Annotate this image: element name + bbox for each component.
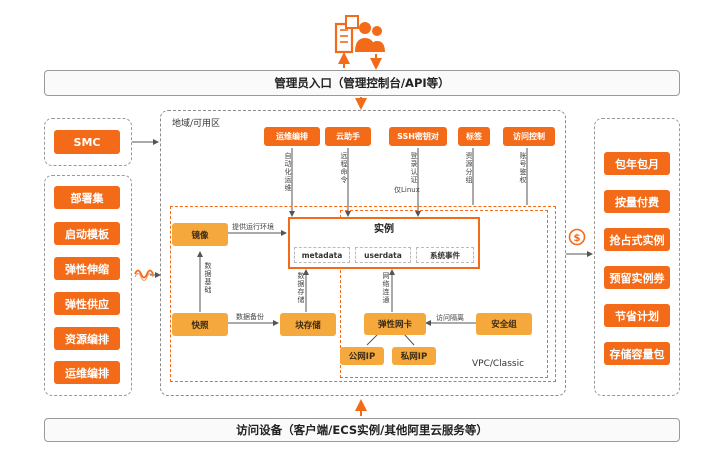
- tool-resource-orchestration[interactable]: 资源编排: [54, 327, 120, 350]
- edge-label-runtime-env: 提供运行环境: [232, 223, 274, 231]
- note-automation: 自动化运维: [284, 152, 292, 192]
- tool-auto-scaling[interactable]: 弹性伸缩: [54, 257, 120, 280]
- instance-userdata[interactable]: userdata: [355, 247, 411, 263]
- tool-ops-orchestration[interactable]: 运维编排: [54, 361, 120, 384]
- note-login-auth: 登录认证: [410, 152, 418, 184]
- note-resource-group: 资源分组: [465, 152, 473, 184]
- sub-label: 系统事件: [430, 250, 460, 260]
- node-label: 快照: [191, 320, 209, 331]
- compute-area: [170, 206, 556, 382]
- instance-metadata[interactable]: metadata: [294, 247, 350, 263]
- billing-savings-plan[interactable]: 节省计划: [604, 304, 670, 327]
- service-ssh-keypair[interactable]: SSH密钥对: [389, 127, 447, 146]
- edge-label-data-basis: 数据基础: [204, 262, 212, 294]
- tool-label: 运维编排: [65, 366, 109, 380]
- access-devices-bar: 访问设备（客户端/ECS实例/其他阿里云服务等）: [44, 418, 680, 442]
- billing-label: 存储容量包: [609, 347, 665, 361]
- svg-text:$: $: [574, 233, 581, 244]
- billing-label: 包年包月: [615, 157, 659, 171]
- billing-storage-capacity[interactable]: 存储容量包: [604, 342, 670, 365]
- billing-pay-as-you-go[interactable]: 按量付费: [604, 190, 670, 213]
- node-label: 私网IP: [400, 352, 428, 362]
- billing-reserved-instance[interactable]: 预留实例券: [604, 266, 670, 289]
- tool-label: 资源编排: [65, 332, 109, 346]
- node-block-storage[interactable]: 块存储: [280, 313, 336, 336]
- tool-launch-template[interactable]: 启动模板: [54, 222, 120, 245]
- billing-subscription[interactable]: 包年包月: [604, 152, 670, 175]
- admin-entry-label: 管理员入口（管理控制台/API等）: [274, 76, 450, 90]
- tool-label: 弹性伸缩: [65, 262, 109, 276]
- billing-label: 预留实例券: [609, 271, 665, 285]
- users-building-icon: [334, 15, 385, 54]
- tool-elastic-provision[interactable]: 弹性供应: [54, 292, 120, 315]
- node-private-ip[interactable]: 私网IP: [392, 347, 436, 365]
- vpc-area: [340, 210, 548, 378]
- edge-label-data-storage: 数据存储: [297, 272, 305, 304]
- node-security-group[interactable]: 安全组: [476, 313, 532, 335]
- service-label: 访问控制: [513, 132, 545, 141]
- smc-label: SMC: [73, 135, 101, 149]
- node-label: 镜像: [191, 230, 209, 241]
- wave-icon: [134, 269, 154, 282]
- tool-label: 弹性供应: [65, 297, 109, 311]
- edge-label-network: 网络连通: [382, 272, 390, 304]
- tool-deployment-set[interactable]: 部署集: [54, 186, 120, 209]
- admin-entry-bar: 管理员入口（管理控制台/API等）: [44, 70, 680, 96]
- node-public-ip[interactable]: 公网IP: [340, 347, 384, 365]
- note-linux-only: 仅Linux: [394, 186, 420, 194]
- service-label: SSH密钥对: [397, 132, 439, 141]
- billing-panel: [594, 118, 680, 396]
- note-remote-command: 远程命令: [340, 152, 348, 184]
- tool-label: 启动模板: [65, 227, 109, 241]
- node-image[interactable]: 镜像: [172, 223, 228, 246]
- billing-label: 节省计划: [615, 309, 659, 323]
- smc-button[interactable]: SMC: [54, 130, 120, 154]
- dollar-icon: $: [568, 228, 586, 246]
- sub-label: userdata: [364, 250, 402, 260]
- region-container: [160, 110, 566, 396]
- instance-title: 实例: [374, 224, 394, 235]
- sub-label: metadata: [301, 250, 343, 260]
- node-label: 块存储: [295, 320, 321, 331]
- node-snapshot[interactable]: 快照: [172, 313, 228, 336]
- node-label: 弹性网卡: [377, 320, 412, 330]
- edge-label-data-backup: 数据备份: [236, 313, 264, 321]
- service-label: 云助手: [336, 132, 360, 141]
- region-label: 地域/可用区: [172, 119, 221, 129]
- node-eni[interactable]: 弹性网卡: [364, 313, 426, 335]
- billing-spot-instance[interactable]: 抢占式实例: [604, 228, 670, 251]
- access-devices-label: 访问设备（客户端/ECS实例/其他阿里云服务等）: [236, 423, 488, 437]
- billing-label: 按量付费: [615, 195, 659, 209]
- node-label: 安全组: [491, 320, 517, 330]
- edge-label-access-isolation: 访问隔离: [436, 314, 464, 322]
- vpc-label: VPC/Classic: [472, 359, 525, 369]
- tool-label: 部署集: [70, 191, 104, 205]
- service-tags[interactable]: 标签: [458, 127, 490, 146]
- service-ops-orchestration[interactable]: 运维编排: [264, 127, 320, 146]
- node-label: 公网IP: [348, 352, 376, 362]
- billing-label: 抢占式实例: [609, 233, 665, 247]
- service-label: 运维编排: [276, 132, 308, 141]
- left-tools-panel: [44, 175, 132, 396]
- service-label: 标签: [466, 132, 482, 141]
- note-account-auth: 账号鉴权: [519, 152, 527, 184]
- service-cloud-assistant[interactable]: 云助手: [325, 127, 371, 146]
- smc-container: [44, 118, 132, 166]
- instance-system-events[interactable]: 系统事件: [416, 247, 474, 263]
- service-access-control[interactable]: 访问控制: [503, 127, 555, 146]
